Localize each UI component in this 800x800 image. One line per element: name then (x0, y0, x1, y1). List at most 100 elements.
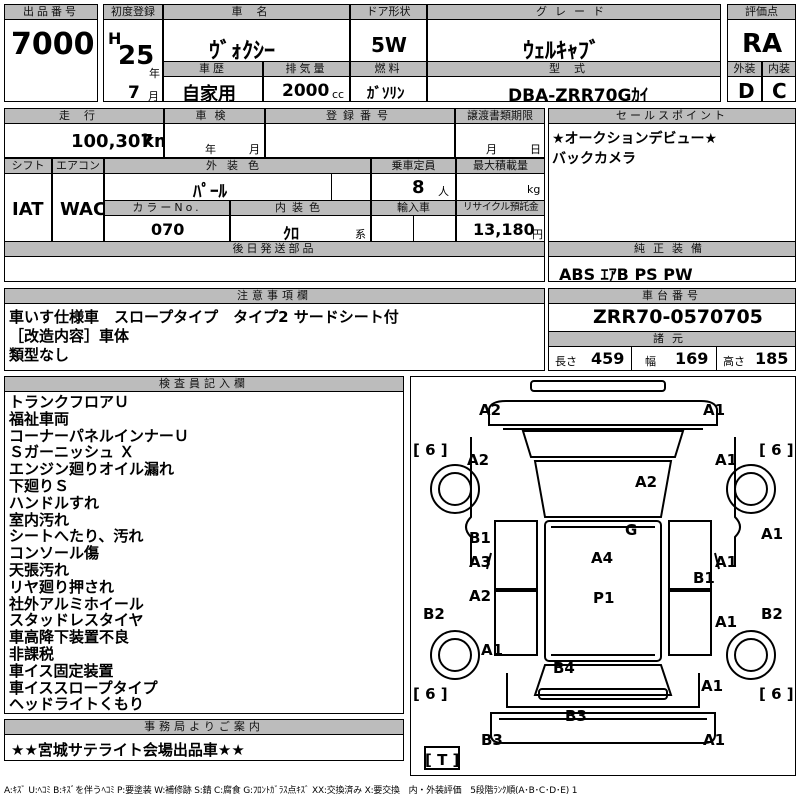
reg-number-cell: 登録番号 (265, 108, 455, 158)
import-label: 輸入車 (372, 201, 455, 216)
front-right-wheel (726, 464, 776, 514)
mark: A1 (715, 451, 737, 469)
height-label: 高さ (723, 355, 745, 368)
score: RA (742, 29, 783, 59)
chassis-number: ZRR70-0570705 (593, 306, 763, 328)
inspector-line: 車イススロープタイプ (9, 678, 158, 697)
fuel: ｶﾞｿﾘﾝ (367, 84, 405, 102)
int-color-label: 内装色 (231, 201, 370, 216)
max-load-unit: kg (527, 183, 541, 196)
max-load-label: 最大積載量 (457, 159, 544, 174)
inspector-line: スタッドレスタイヤ (9, 611, 144, 630)
grade-label: グレード (428, 5, 720, 20)
mark: A2 (479, 401, 501, 419)
capacity: 8 (412, 177, 425, 198)
chassis-label: 車台番号 (549, 289, 795, 304)
displacement-cell: 排気量 2000 cc (263, 61, 350, 102)
length-label: 長さ (555, 355, 577, 368)
mileage: 100,307 (71, 131, 153, 152)
first-reg-label: 初度登録 (104, 5, 162, 20)
mark: B4 (553, 659, 575, 677)
aircon-cell: エアコン WAC (52, 158, 104, 242)
front-left-rim (438, 472, 472, 506)
doors-label: ドア形状 (351, 5, 426, 20)
interior-grade-cell: 内装 C (762, 61, 796, 102)
mark: B2 (423, 605, 445, 623)
inspector-line: 下廻りＳ (9, 476, 70, 495)
recycle-label: リサイクル預託金 (457, 201, 544, 216)
int-color: ｸﾛ (283, 224, 300, 242)
mark: A1 (761, 525, 783, 543)
inspector-line: コーナーパネルインナーＵ (9, 426, 189, 445)
transfer-deadline-cell: 譲渡書類期限 月 日 (455, 108, 545, 158)
sales-point-line: ★オークションデビュー★ (552, 131, 718, 147)
height: 185 (755, 349, 789, 368)
inspector-line: トランクフロアＵ (9, 393, 130, 411)
inspection-year-unit: 年 (205, 143, 216, 156)
rear-left-rim (438, 638, 472, 672)
legend: A:ｷｽﾞ U:ﾍｺﾐ B:ｷｽﾞを伴うﾍｺﾐ P:要塗装 W:補修跡 S:錆 … (4, 786, 578, 796)
mark: A1 (703, 401, 725, 419)
score-label: 評価点 (728, 5, 795, 20)
model-code-label: 型式 (428, 62, 720, 77)
inspector-line: 福祉車両 (9, 409, 70, 428)
divider (716, 346, 717, 370)
inspector-line: 非課税 (9, 644, 55, 663)
capacity-cell: 乗車定員 8 人 (371, 158, 456, 201)
front-bumper (530, 380, 666, 392)
tire-mark: [ 6 ] (759, 441, 794, 459)
sales-point-line: バックカメラ (552, 151, 636, 167)
model-code-cell: 型式 DBA-ZRR70Gｶｲ (427, 61, 721, 102)
damage-diagram: A2 A1 A2 A1 A2 G B1 A3 A4 A1 B1 A1 B2 A2… (410, 376, 796, 776)
exterior-grade: D (738, 79, 755, 102)
mark: A3 (469, 553, 491, 571)
notes-label: 注意事項欄 (5, 289, 544, 304)
tire-mark: [ 6 ] (413, 441, 448, 459)
recycle: 13,180 (473, 220, 535, 239)
sales-points-label: セールスポイント (549, 109, 795, 124)
note-line: ［改造内容］車体 (9, 327, 130, 345)
capacity-unit: 人 (438, 185, 449, 198)
right-mirror (714, 552, 720, 570)
length: 459 (591, 349, 625, 368)
mark: B1 (469, 529, 491, 547)
note-line: 車いす仕様車 スロープタイプ タイプ2 サードシート付 (9, 308, 399, 326)
mark: B3 (565, 707, 587, 725)
mark: A2 (467, 451, 489, 469)
divider (413, 216, 414, 241)
mark: B3 (481, 731, 503, 749)
front-left-wheel (430, 464, 480, 514)
inspector-line: コンソール傷 (9, 544, 100, 563)
model-code: DBA-ZRR70Gｶｲ (508, 86, 649, 102)
inspector-line: リヤ廻り押され (9, 577, 115, 596)
doors-cell: ドア形状 5W (350, 4, 427, 62)
sales-points-list: ★オークションデビュー★ バックカメラ (552, 129, 717, 169)
car-name: ｳﾞｫｸｼｰ (209, 39, 276, 62)
width: 169 (675, 349, 709, 368)
dims-label: 諸元 (549, 331, 795, 347)
notes-cell: 注意事項欄 車いす仕様車 スロープタイプ タイプ2 サードシート付 ［改造内容］… (4, 288, 545, 371)
mark: A1 (715, 553, 737, 571)
left-mirror (486, 552, 492, 570)
first-reg-cell: 初度登録 H 25 年 7 月 (103, 4, 163, 102)
inspector-label: 検査員記入欄 (5, 377, 403, 392)
displacement: 2000 (282, 81, 330, 101)
genuine-equip: ABS ｴｱB PS PW (559, 265, 693, 282)
inspector-list: トランクフロアＵ 福祉車両 コーナーパネルインナーＵ Ｓガーニッシュ Ｘ エンジ… (9, 394, 189, 713)
mark: B2 (761, 605, 783, 623)
sales-points-cell: セールスポイント ★オークションデビュー★ バックカメラ (548, 108, 796, 242)
aircon-label: エアコン (53, 159, 103, 174)
transfer-day-unit: 日 (530, 143, 541, 156)
import-cell: 輸入車 (371, 200, 456, 242)
car-diagram-svg: A2 A1 A2 A1 A2 G B1 A3 A4 A1 B1 A1 B2 A2… (413, 380, 794, 770)
transfer-month-unit: 月 (486, 143, 497, 156)
fuel-cell: 燃料 ｶﾞｿﾘﾝ (350, 61, 427, 102)
inspection-month-unit: 月 (249, 143, 260, 156)
interior-grade: C (772, 79, 787, 102)
recycle-unit: 円 (532, 228, 543, 241)
ext-color-label: 外装色 (105, 159, 370, 174)
right-rear-door (668, 590, 712, 656)
ext-color-cell: 外装色 ﾊﾟｰﾙ (104, 158, 371, 201)
max-load-cell: 最大積載量 kg (456, 158, 545, 201)
inspector-line: ハンドルすれ (9, 493, 100, 512)
